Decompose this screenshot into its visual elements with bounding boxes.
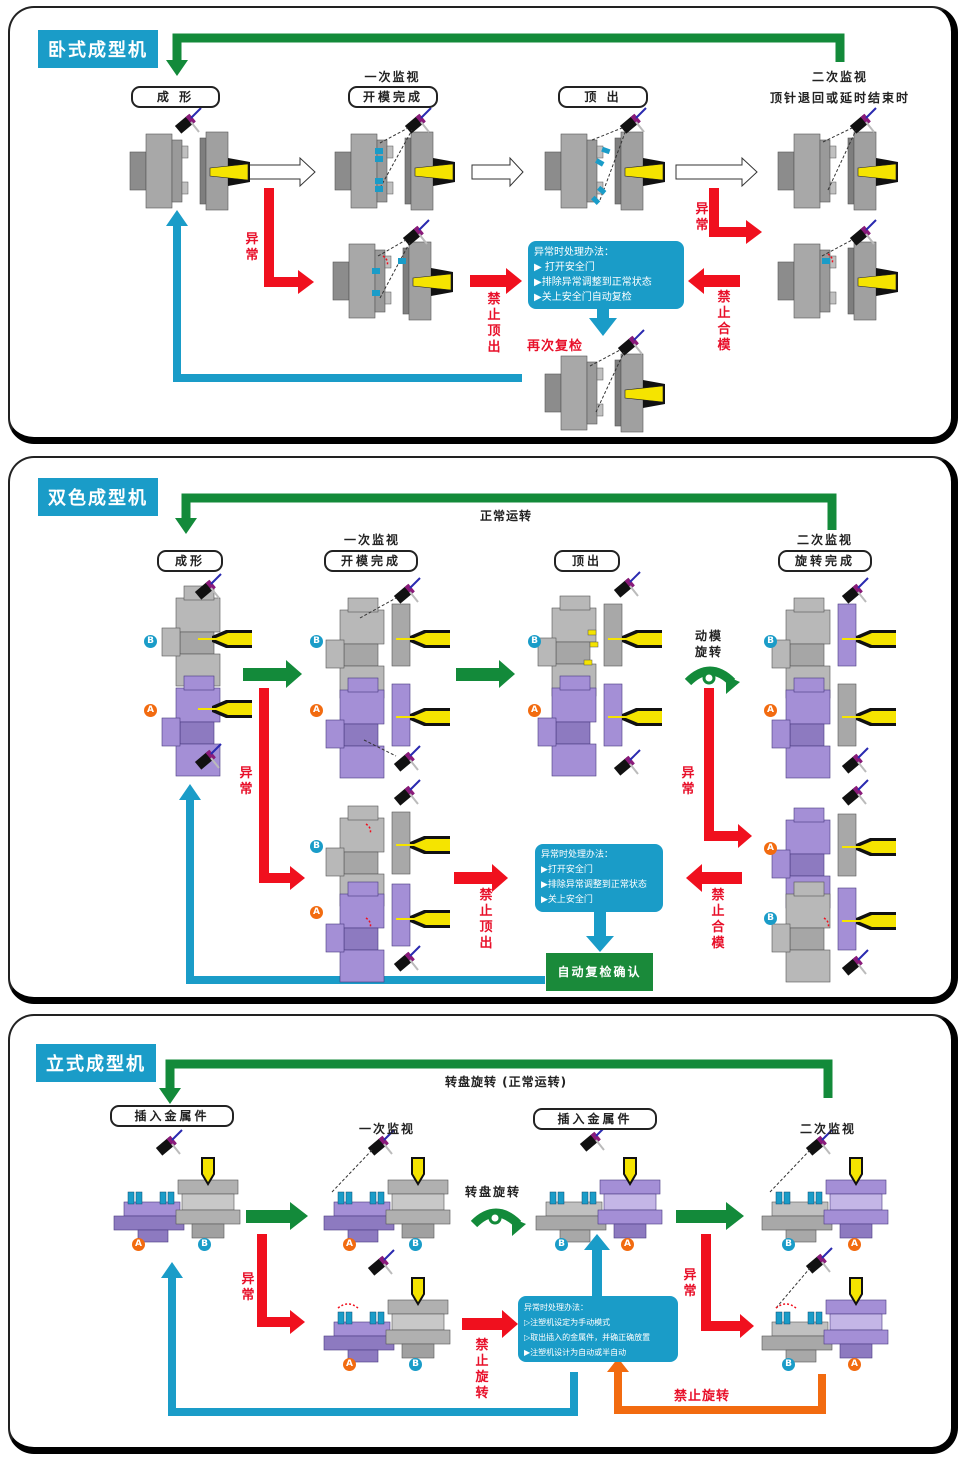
marker-a: A <box>528 704 541 717</box>
abnormal-label: 异常 <box>683 1268 697 1299</box>
abnormal-handling-box: 异常时处理办法： ▶打开安全门 ▶排除异常调整到正常状态 ▶关上安全门 <box>535 844 663 912</box>
info-item: ▷注塑机设定为手动模式 <box>524 1318 611 1327</box>
forbid-rotate-label-bottom: 禁止旋转 <box>674 1389 731 1404</box>
info-item: ▶打开安全门 <box>541 865 593 875</box>
marker-a: A <box>343 1238 356 1251</box>
abnormal-label: 异常 <box>239 766 253 797</box>
stage-insert-metal: 插入金属件 <box>110 1105 234 1127</box>
info-title: 异常时处理办法： <box>524 1303 588 1312</box>
abnormal-handling-box: 异常时处理办法： ▶ 打开安全门 ▶排除异常调整到正常状态 ▶关上安全门自动复检 <box>528 241 684 309</box>
forbid-close-label: 禁止合模 <box>711 888 725 951</box>
marker-b: B <box>409 1358 422 1371</box>
info-item: ▶ 打开安全门 <box>534 262 595 273</box>
abnormal-label: 异常 <box>245 232 259 263</box>
mold-rotate-label-1: 动模 <box>694 629 723 643</box>
info-item: ▶排除异常调整到正常状态 <box>534 277 652 288</box>
info-item: ▷取出插入的金属件，并确正确放置 <box>524 1333 651 1342</box>
marker-a: A <box>310 906 323 919</box>
auto-recheck-confirm-button[interactable]: 自动复检确认 <box>546 953 653 991</box>
marker-a: A <box>144 704 157 717</box>
turntable-rotate-label: 转盘旋转 <box>464 1185 521 1199</box>
stage-label-second-monitor: 二次监视 <box>811 70 868 84</box>
forbid-eject-label: 禁止顶出 <box>487 292 501 355</box>
stage-label-first-monitor: 一次监视 <box>364 70 421 84</box>
marker-b: B <box>528 635 541 648</box>
marker-b: B <box>310 635 323 648</box>
marker-a: A <box>310 704 323 717</box>
stage-insert-metal: 插入金属件 <box>533 1108 657 1130</box>
stage-eject: 顶 出 <box>558 86 648 108</box>
abnormal-handling-box: 异常时处理办法： ▷注塑机设定为手动模式 ▷取出插入的金属件，并确正确放置 ▶注… <box>518 1296 678 1362</box>
marker-b: B <box>764 635 777 648</box>
marker-b: B <box>782 1358 795 1371</box>
panel-title: 双色成型机 <box>38 478 158 516</box>
marker-b: B <box>782 1238 795 1251</box>
marker-b: B <box>144 635 157 648</box>
stage-rotate-done: 旋转完成 <box>778 550 872 572</box>
info-title: 异常时处理办法： <box>534 247 614 258</box>
abnormal-label: 异常 <box>241 1272 255 1303</box>
marker-b: B <box>555 1238 568 1251</box>
marker-a: A <box>848 1358 861 1371</box>
recheck-label: 再次复检 <box>527 339 584 354</box>
info-item: ▶关上安全门自动复检 <box>534 292 632 303</box>
info-item: ▶排除异常调整到正常状态 <box>541 880 647 890</box>
marker-a: A <box>132 1238 145 1251</box>
forbid-close-label: 禁止合模 <box>717 290 731 353</box>
forbid-rotate-label: 禁止旋转 <box>475 1338 489 1401</box>
panel-title: 立式成型机 <box>36 1044 156 1082</box>
marker-a: A <box>621 1238 634 1251</box>
stage-label-second-monitor: 二次监视 <box>796 533 853 547</box>
abnormal-label: 异常 <box>695 202 709 233</box>
info-title: 异常时处理办法： <box>541 850 614 860</box>
marker-b: B <box>310 840 323 853</box>
stage-label-first-monitor: 一次监视 <box>358 1122 415 1136</box>
mold-rotate-label-2: 旋转 <box>694 645 723 659</box>
stage-label-first-monitor: 一次监视 <box>343 533 400 547</box>
normal-operation-label: 正常运转 <box>480 509 533 523</box>
marker-a: A <box>764 842 777 855</box>
stage-eject: 顶出 <box>554 550 620 572</box>
stage-molding: 成 形 <box>131 86 220 108</box>
marker-b: B <box>409 1238 422 1251</box>
marker-b: B <box>764 912 777 925</box>
stage-molding: 成形 <box>157 550 223 572</box>
info-item: ▶关上安全门 <box>541 895 593 905</box>
turntable-rotate-label: 转盘旋转 (正常运转) <box>445 1075 568 1089</box>
marker-a: A <box>764 704 777 717</box>
marker-a: A <box>343 1358 356 1371</box>
info-item: ▶注塑机设计为自动或半自动 <box>524 1348 627 1357</box>
marker-a: A <box>848 1238 861 1251</box>
abnormal-label: 异常 <box>681 766 695 797</box>
stage-mold-open: 开模完成 <box>348 86 438 108</box>
panel-title: 卧式成型机 <box>38 30 158 68</box>
stage-sublabel-second-monitor: 顶针退回或延时结束时 <box>769 91 910 105</box>
forbid-eject-label: 禁止顶出 <box>479 888 493 951</box>
stage-mold-open: 开模完成 <box>324 550 418 572</box>
marker-b: B <box>198 1238 211 1251</box>
stage-label-second-monitor: 二次监视 <box>799 1122 856 1136</box>
